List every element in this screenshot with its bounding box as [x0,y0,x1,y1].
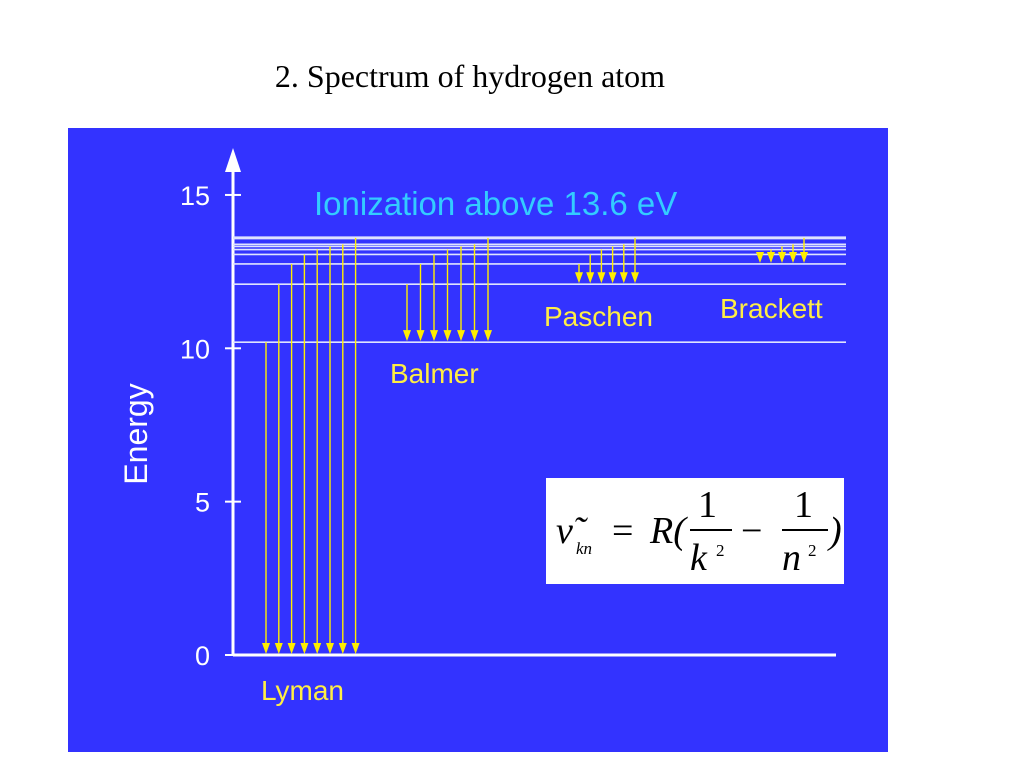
transition-arrowhead-balmer [403,330,411,342]
formula-numerator-2: 1 [794,484,813,526]
series-label-brackett: Brackett [720,293,823,324]
energy-level-svg: 15 10 5 0 Energy Ionization above 13.6 eV Lyma… [68,128,888,752]
transition-arrowhead-brackett [756,251,764,263]
transition-arrowhead-balmer [470,330,479,342]
page-title: 2. Spectrum of hydrogen atom [274,58,666,94]
y-tick-label: 0 [195,641,210,671]
transition-arrowhead-lyman [300,643,309,654]
transition-arrowhead-brackett [789,251,797,263]
formula-numerator-1: 1 [698,484,717,526]
formula-prefix: R( [650,510,686,552]
transition-arrowhead-paschen [608,272,617,284]
y-axis-label: Energy [118,383,154,484]
transition-arrowhead-brackett [800,251,808,263]
series-label-lyman: Lyman [261,675,344,706]
formula-fraction-bar-1 [690,529,732,531]
transition-arrowhead-paschen [619,272,628,284]
transition-arrowhead-lyman [326,643,334,654]
y-tick-label: 15 [180,181,210,211]
transition-arrowhead-lyman [351,643,360,654]
transition-arrowhead-paschen [575,272,583,284]
transition-arrowhead-lyman [338,643,347,654]
transition-arrowhead-paschen [631,272,639,284]
y-tick-label: 5 [195,488,210,518]
formula-close-paren: ) [829,510,842,552]
transition-arrowhead-paschen [597,272,606,284]
transition-arrowhead-paschen [586,272,595,284]
transition-arrowhead-balmer [416,330,425,342]
y-axis-arrowhead [225,148,241,172]
transition-arrowhead-balmer [457,330,465,342]
transition-arrowhead-brackett [767,251,775,263]
transition-arrowhead-balmer [484,330,492,342]
series-label-balmer: Balmer [390,358,479,389]
series-label-paschen: Paschen [544,301,653,332]
formula-fraction-bar-2 [782,529,828,531]
formula-equals: = [612,510,634,552]
formula-exponent-2: 2 [808,541,817,560]
formula-minus: − [741,510,763,552]
formula-exponent-1: 2 [716,541,725,560]
formula-wavenumber-symbol: ν̃ [556,510,573,552]
transition-arrowhead-lyman [262,643,270,654]
transition-arrowhead-lyman [287,643,296,654]
rydberg-formula: ν̃ kn = R( 1 k 2 − 1 n 2 ) [546,478,844,584]
formula-subscript-kn: kn [576,539,593,558]
y-tick-label: 10 [180,334,210,364]
transition-arrowhead-balmer [430,330,438,342]
transition-arrowhead-balmer [443,330,452,342]
transition-arrowhead-brackett [778,251,786,263]
diagram-background [68,128,888,752]
energy-level-diagram: 15 10 5 0 Energy Ionization above 13.6 eV Lyma… [68,128,888,752]
ionization-label: Ionization above 13.6 eV [314,185,677,222]
transition-arrowhead-lyman [313,643,322,654]
formula-denominator-k: k [690,537,707,579]
formula-denominator-n: n [782,537,801,579]
transition-arrowhead-lyman [274,643,283,654]
